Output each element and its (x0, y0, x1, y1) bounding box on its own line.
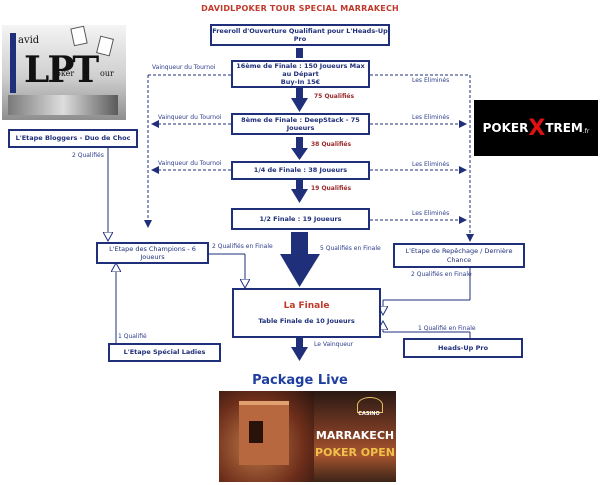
label-vainqueur-1: Vainqueur du Tournoi (152, 64, 216, 71)
node-headsup-label: Heads-Up Pro (437, 343, 489, 352)
node-champions-label: L'Etape des Champions - 6 Joueurs (109, 244, 196, 261)
node-ladies: L'Etape Spécial Ladies (108, 343, 221, 362)
node-demis-label: 1/2 Finale : 19 Joueurs (259, 214, 342, 223)
label-ladies-qualifies: 1 Qualifié (118, 333, 147, 340)
node-seiziemes: 16ème de Finale : 150 Joueurs Max au Dép… (231, 60, 370, 88)
label-vainqueur-final: Le Vainqueur (314, 341, 354, 348)
node-ladies-label: L'Etape Spécial Ladies (123, 348, 206, 357)
dlpt-logo-text-2: LPT (24, 49, 99, 91)
label-75-qualifies: 75 Qualifiés (314, 93, 355, 100)
label-elimines-1: Les Eliminés (412, 77, 450, 84)
dlpt-logo-text-3: oker (56, 69, 75, 78)
label-bloggers-qualifies: 2 Qualifiés (72, 152, 104, 159)
node-bloggers-label: L'Etape Bloggers - Duo de Choc (15, 134, 131, 143)
node-demis: 1/2 Finale : 19 Joueurs (231, 208, 370, 230)
node-headsup: Heads-Up Pro (403, 338, 523, 358)
node-seiziemes-line2: Buy-In 15€ (280, 78, 321, 87)
label-vainqueur-3: Vainqueur du Tournoi (158, 160, 222, 167)
label-19-qualifies: 19 Qualifiés (311, 185, 352, 192)
page-title: DAVIDLPOKER TOUR SPECIAL MARRAKECH (201, 4, 399, 13)
node-repechage: L'Etape de Repêchage / Dernière Chance (393, 243, 525, 268)
node-quarts-label: 1/4 de Finale : 38 Joueurs (253, 166, 348, 175)
pokerxtrem-logo-text-3: TREM (545, 121, 583, 135)
node-finale-title: La Finale (283, 300, 330, 311)
node-repechage-label: L'Etape de Repêchage / Dernière Chance (405, 247, 513, 264)
label-38-qualifies: 38 Qualifiés (311, 141, 352, 148)
banner-line-1: MARRAKECH (315, 429, 395, 442)
dashed-right-connectors (370, 74, 474, 242)
dlpt-logo-text-1: avid (18, 35, 40, 46)
dlpt-logo: avid LPT oker our (2, 25, 126, 120)
node-huitiemes-label: 8ème de Finale : DeepStack - 75 Joueurs (241, 115, 360, 132)
dashed-left-connectors (144, 74, 231, 228)
label-elimines-4: Les Eliminés (412, 210, 450, 217)
node-huitiemes: 8ème de Finale : DeepStack - 75 Joueurs (231, 113, 370, 135)
label-elimines-2: Les Eliminés (412, 114, 450, 121)
label-repechage-qualifies: 2 Qualifiés en Finale (411, 271, 472, 278)
node-champions: L'Etape des Champions - 6 Joueurs (96, 242, 209, 264)
main-flow-arrows (280, 48, 320, 361)
solid-connectors (108, 148, 471, 343)
node-finale-subtitle: Table Finale de 10 Joueurs (258, 317, 355, 326)
label-elimines-3: Les Eliminés (412, 161, 450, 168)
node-finale: La Finale Table Finale de 10 Joueurs (232, 288, 381, 338)
node-quarts: 1/4 de Finale : 38 Joueurs (231, 161, 370, 180)
label-headsup-qualifies: 1 Qualifié en Finale (418, 325, 476, 332)
node-freeroll: Freeroll d'Ouverture Qualifiant pour L'H… (210, 24, 390, 46)
pokerxtrem-logo-text-2: X (528, 115, 546, 141)
pokerxtrem-logo: POKER X TREM .fr (474, 100, 598, 156)
label-vainqueur-2: Vainqueur du Tournoi (158, 114, 222, 121)
banner-line-2: POKER OPEN (315, 446, 395, 459)
dlpt-logo-text-4: our (100, 69, 114, 78)
node-freeroll-label: Freeroll d'Ouverture Qualifiant pour L'H… (212, 26, 388, 43)
pokerxtrem-logo-text-4: .fr (582, 127, 590, 135)
marrakech-poker-open-banner: CASINO MARRAKECH POKER OPEN (219, 391, 396, 482)
label-champions-qualifies: 2 Qualifiés en Finale (212, 243, 273, 250)
pokerxtrem-logo-text-1: POKER (482, 121, 529, 135)
package-live-title: Package Live (252, 373, 348, 388)
node-bloggers: L'Etape Bloggers - Duo de Choc (8, 129, 138, 148)
node-seiziemes-line1: 16ème de Finale : 150 Joueurs Max au Dép… (236, 61, 365, 78)
label-demis-qualifies: 5 Qualifiés en Finale (320, 245, 381, 252)
banner-casino-label: CASINO (358, 411, 380, 417)
